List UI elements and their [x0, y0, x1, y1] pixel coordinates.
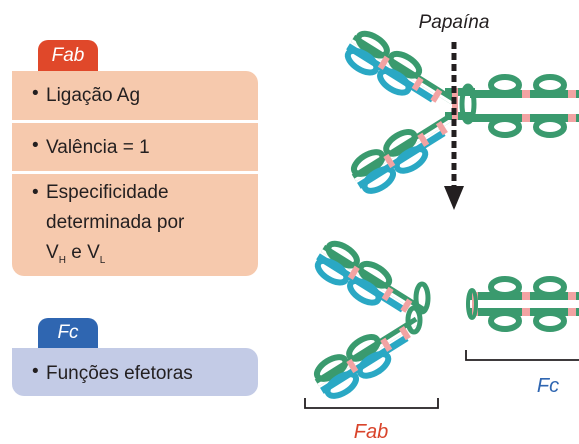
fab-panel-title: Fab: [51, 44, 85, 66]
fab-fragment-upper: [311, 237, 430, 330]
fc-panel-tab: Fc: [38, 318, 98, 348]
fab-panel-tab: Fab: [38, 40, 98, 71]
fab-bracket: [304, 398, 439, 409]
fab-fragments: [310, 237, 430, 402]
fab-properties-panel: • Ligação Ag • Valência = 1 • Especifici…: [12, 71, 258, 276]
fab-fragment-label: Fab: [354, 421, 388, 443]
intact-antibody: [341, 27, 579, 197]
fc-bracket: [465, 350, 579, 361]
fc-panel-title: Fc: [57, 322, 79, 343]
fab-item-antigen-binding: • Ligação Ag: [32, 83, 141, 106]
fc-region-intact: [470, 77, 579, 98]
fc-properties-panel: • Funções efetoras: [12, 348, 258, 396]
papain-cleavage-arrow: [444, 42, 464, 210]
fc-fragment: [466, 279, 579, 329]
fab-fragment-lower: [310, 309, 429, 402]
papain-label: Papaína: [419, 12, 490, 33]
fab-arm-upper: [341, 27, 460, 120]
divider: [12, 120, 258, 123]
divider: [12, 171, 258, 174]
fab-item-specificity: • Especificidade determinada por VH e VL: [32, 182, 185, 266]
fab-item-valence: • Valência = 1: [32, 135, 150, 158]
fc-item-effector-functions: • Funções efetoras: [32, 361, 193, 384]
fc-fragment-label: Fc: [537, 375, 559, 397]
